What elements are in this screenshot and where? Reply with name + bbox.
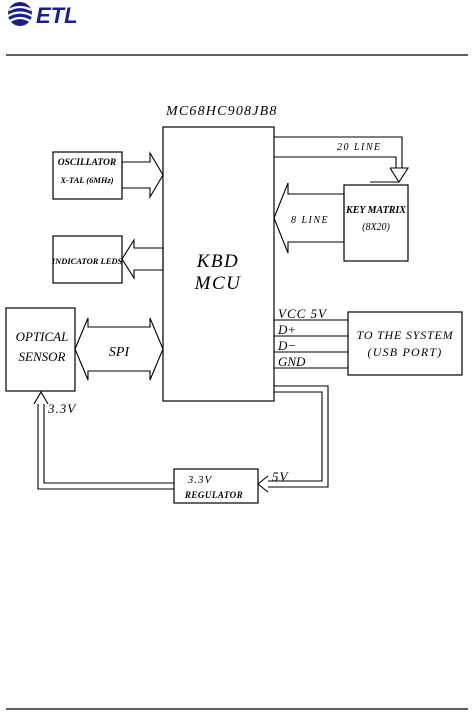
regulator-block <box>173 468 259 504</box>
system-usb-line1: TO THE SYSTEM <box>357 328 454 342</box>
usb-signal-lines <box>274 319 348 369</box>
logo-text: ETL <box>36 3 78 28</box>
mcu-label-line1: KBD <box>196 251 240 272</box>
oscillator-arrow <box>121 150 164 200</box>
optical-sensor-line2: SENSOR <box>19 349 66 364</box>
regulator-line1: 3.3V <box>187 474 213 486</box>
oscillator-title: OSCILLATOR <box>58 158 116 168</box>
mcu-part-label: MC68HC908JB8 <box>165 104 278 119</box>
indicator-arrow <box>121 238 164 280</box>
key-matrix-line1: KEY MATRIX <box>345 205 406 216</box>
dplus-label: D+ <box>277 322 296 337</box>
indicator-leds-label: INDICATOR LEDS <box>51 256 123 266</box>
mcu-label-line2: MCU <box>194 273 242 294</box>
dminus-label: D− <box>277 338 296 353</box>
bus-20-line-label: 20 LINE <box>337 142 382 153</box>
system-usb-line2: (USB PORT) <box>368 345 443 359</box>
system-usb-block <box>347 311 463 376</box>
spi-label: SPI <box>109 345 131 360</box>
v33-label: 3.3V <box>47 401 77 416</box>
bus-8-line-label: 8 LINE <box>291 215 329 226</box>
bus-8-line <box>273 182 345 254</box>
globe-icon <box>7 2 33 26</box>
gnd-label: GND <box>278 354 306 369</box>
bus-20-line <box>274 136 410 184</box>
power-5v-line <box>257 385 329 493</box>
oscillator-freq: X-TAL (6MHz) <box>59 175 113 185</box>
vcc-label: VCC 5V <box>278 306 328 321</box>
key-matrix-line2: (8X20) <box>362 222 390 233</box>
optical-sensor-line1: OPTICAL <box>16 329 69 344</box>
etl-logo: ETL <box>7 2 78 28</box>
power-3v3-line <box>33 390 174 490</box>
spi-arrow <box>74 317 164 381</box>
v5-label: 5V <box>272 469 290 484</box>
regulator-line2: REGULATOR <box>184 490 243 500</box>
